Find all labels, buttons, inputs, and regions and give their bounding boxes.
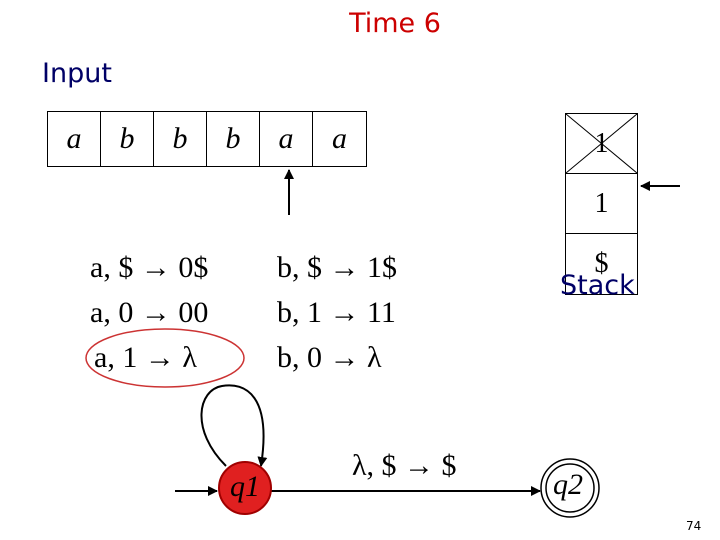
- state-q1-label: q1: [230, 470, 260, 503]
- state-q2-inner-circle: [545, 463, 595, 513]
- highlighted-transition-ellipse: [85, 328, 245, 388]
- state-q1-circle: [218, 461, 272, 515]
- cross-out-mark: [566, 114, 637, 173]
- q1-self-loop: [200, 384, 268, 467]
- stack: 1 1 $: [565, 113, 638, 295]
- accept-transition-label: λ, $ → $: [352, 449, 457, 482]
- tape-cell: b: [154, 112, 207, 166]
- tape-cell: a: [332, 122, 347, 155]
- transition-rule-highlighted: a, 1 → λ: [94, 341, 197, 374]
- transition-rule: a, 0 → 00: [90, 296, 209, 329]
- transition-rule: b, 0 → λ: [277, 341, 382, 374]
- page-number: 74: [686, 519, 702, 533]
- page-title: Time 6: [349, 8, 441, 39]
- stack-symbol: 1: [594, 127, 609, 159]
- transition-rule: b, $ → 1$: [277, 251, 397, 284]
- input-label: Input: [42, 58, 112, 89]
- tape-cell: a: [260, 112, 313, 166]
- tape-cell: b: [207, 112, 260, 166]
- stack-symbol: $: [594, 248, 609, 279]
- tape-cell: a: [48, 112, 101, 166]
- stack-label: Stack: [560, 270, 635, 301]
- transition-rule: b, 1 → 11: [277, 296, 396, 329]
- input-tape: a b b b a a: [47, 111, 367, 167]
- stack-symbol: 1: [594, 187, 609, 219]
- state-q2-outer-circle: [540, 458, 600, 518]
- stack-cell-popped: 1: [566, 114, 637, 174]
- state-q2-label: q2: [553, 468, 583, 501]
- stack-cell-top: 1: [566, 174, 637, 234]
- stack-cell-bottom: $: [566, 234, 637, 294]
- tape-cell: b: [101, 112, 154, 166]
- transition-rule: a, $ → 0$: [90, 251, 209, 284]
